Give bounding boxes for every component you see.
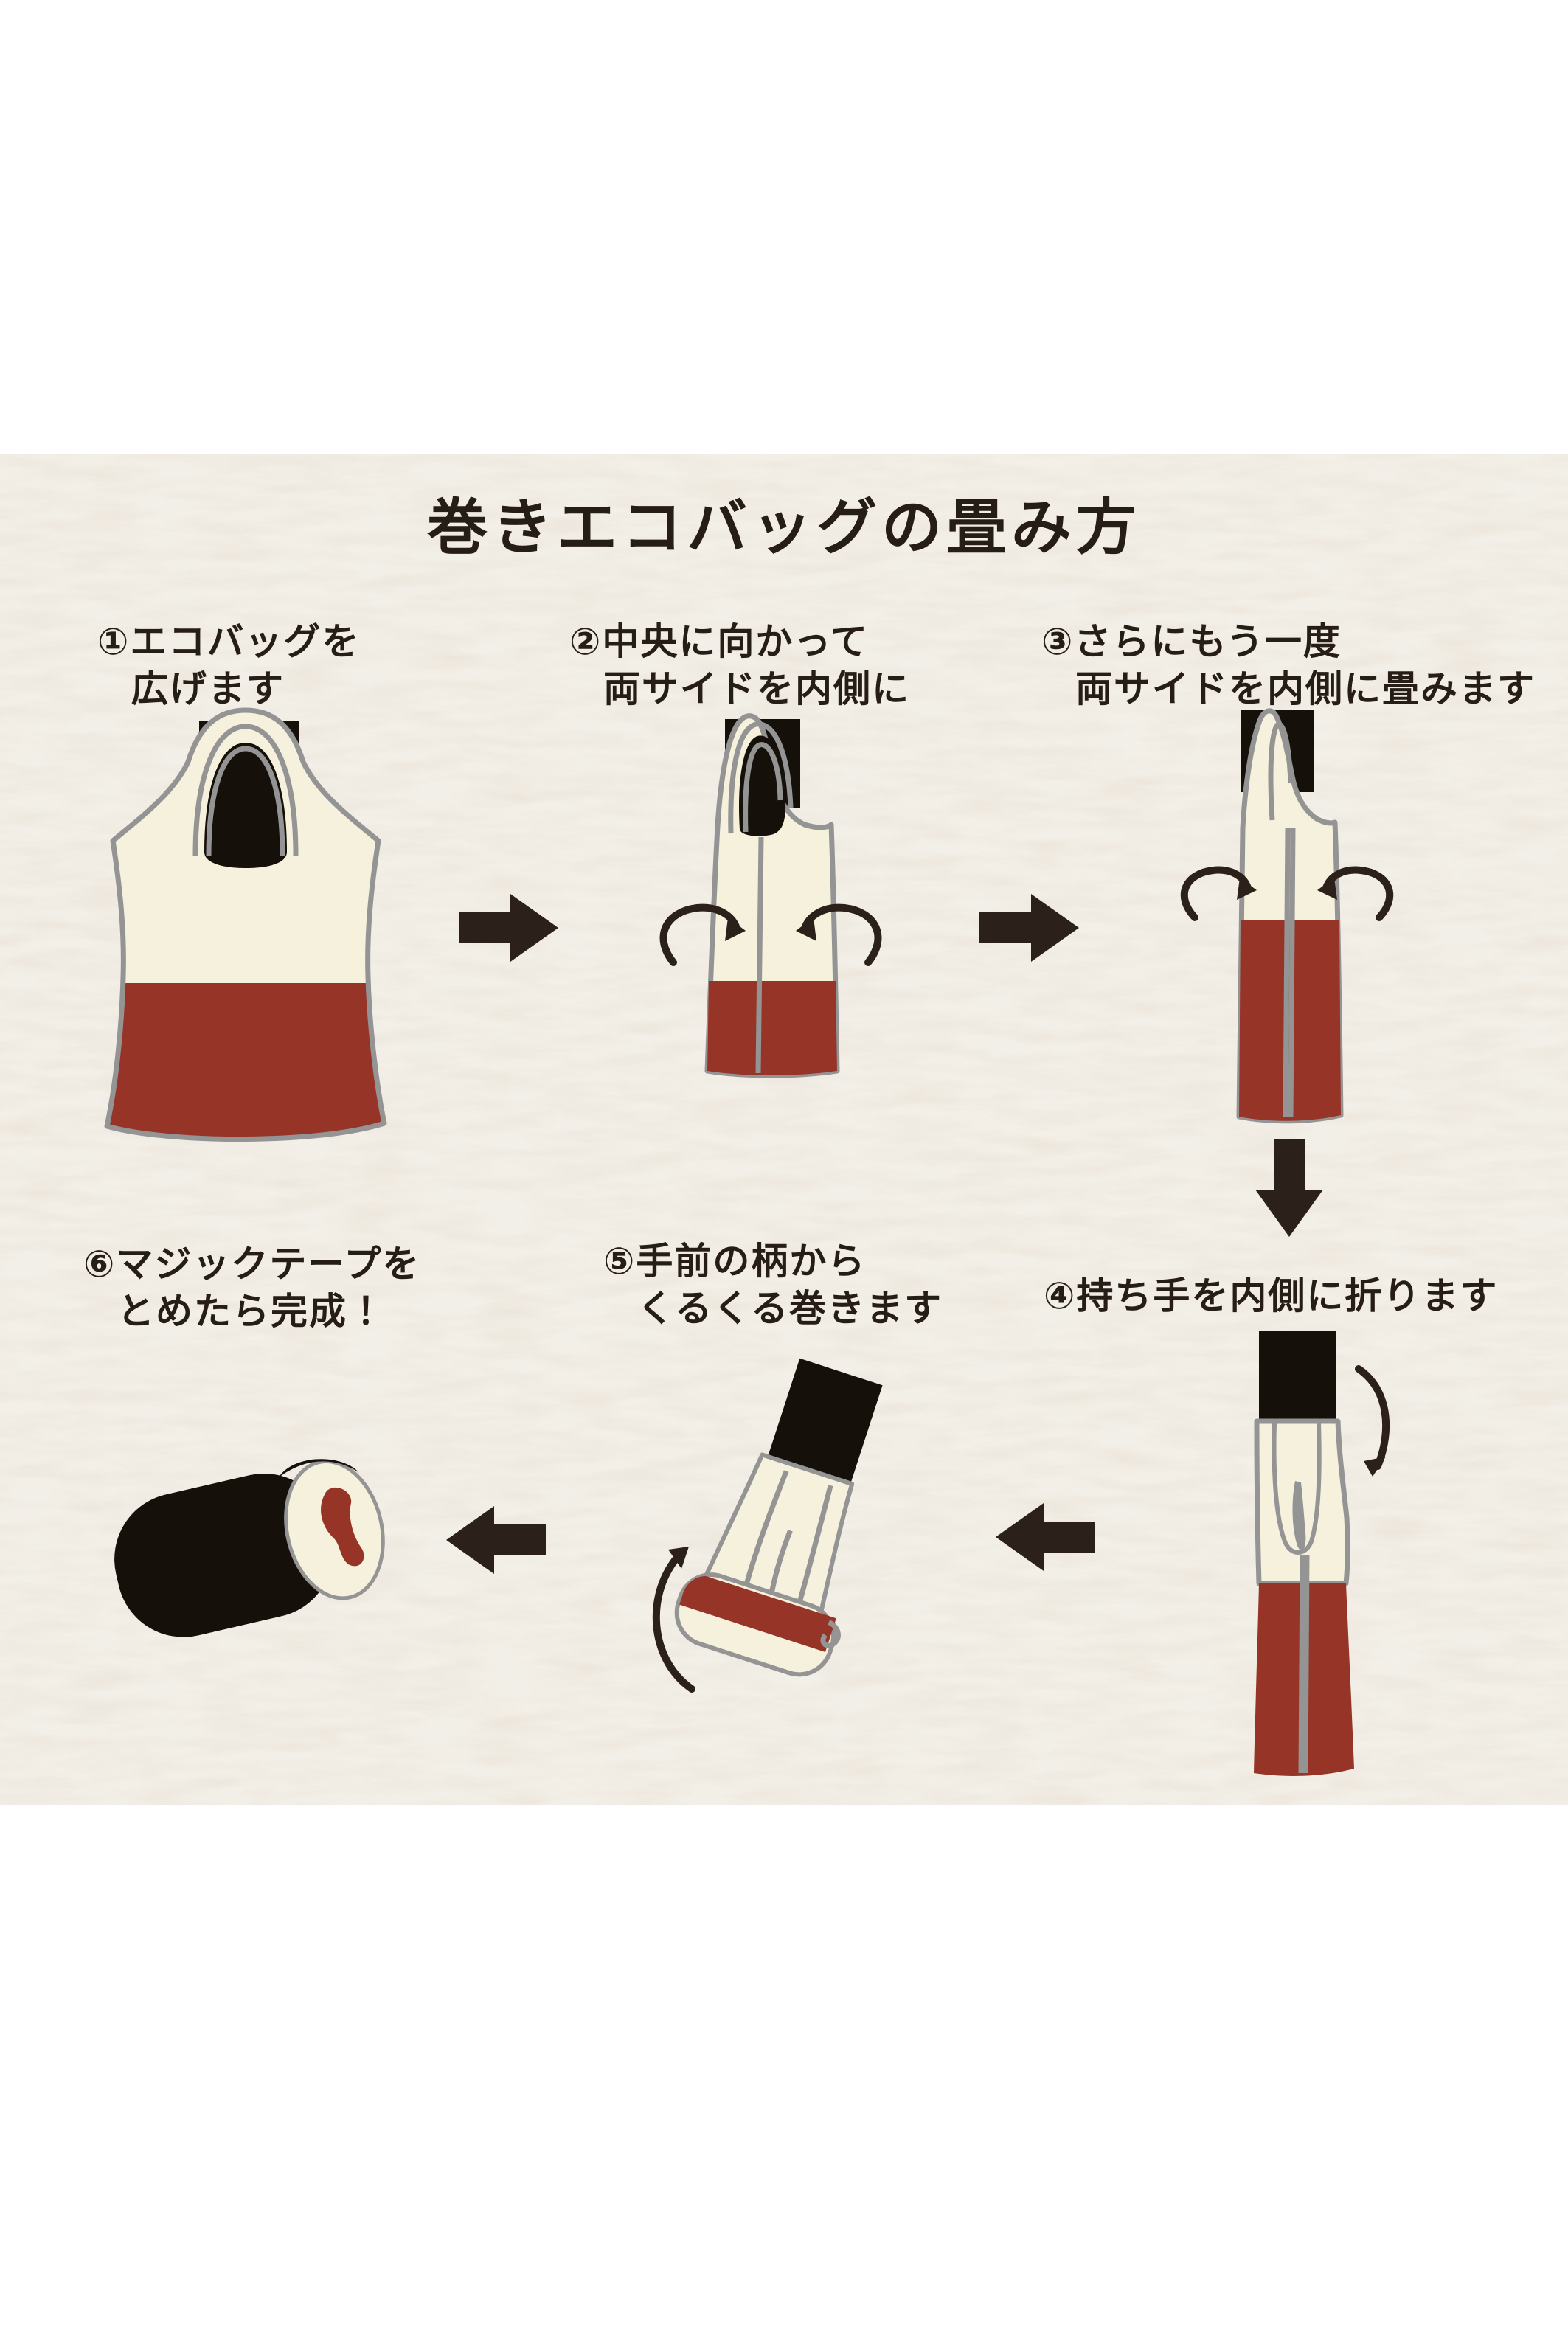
arrow-left-icon [446, 1506, 546, 1574]
bag-rolled-icon [114, 1459, 385, 1637]
arrow-right-icon [979, 894, 1079, 962]
folded-handle-panel [1259, 1331, 1336, 1423]
gather-fold-line-1 [743, 1470, 789, 1586]
finished-roll [114, 1459, 385, 1637]
gather-fold-line-3 [797, 1485, 833, 1603]
step-2-line2: 両サイドを内側に [603, 667, 910, 710]
bag-bottom-panel [107, 983, 384, 1139]
handle-outline-inner [743, 742, 783, 833]
step-1-line2: 広げます [131, 667, 285, 710]
bag-handle-folded-icon [1254, 1331, 1390, 1776]
roll-outer-wrap [114, 1473, 333, 1637]
roll-pattern-band [679, 1575, 836, 1652]
handle-strap [1292, 1481, 1306, 1550]
step-4-label: ④持ち手を内側に折ります [1044, 1272, 1498, 1319]
bag-folded-twice-icon [1180, 708, 1394, 1124]
step-6-line2: とめたら完成！ [117, 1290, 386, 1333]
handle-loop-outline [1272, 1423, 1322, 1555]
handle-outline-outer [192, 724, 299, 856]
arrow-left-icon [996, 1503, 1095, 1571]
step-5-line1: ⑤手前の柄から [603, 1240, 867, 1283]
center-fold-line [1298, 1554, 1305, 1774]
wrap-overlap-edge [278, 1459, 359, 1478]
fold-arrow-icon [1355, 1365, 1390, 1470]
step-1-label: ①エコバッグを 広げます [97, 618, 360, 712]
step-3-line2: 両サイドを内側に畳みます [1075, 667, 1536, 710]
bag-folded-once-icon [659, 713, 882, 1078]
step-2-line1: ②中央に向かって [569, 620, 869, 663]
bag-outline [104, 707, 387, 1142]
step-5-line2: くるくる巻きます [637, 1287, 943, 1330]
fold-arrow-left-icon [659, 903, 740, 966]
step-1-line1: ①エコバッグを [97, 620, 361, 663]
handle-outline-outer [728, 721, 794, 834]
bag-rolling-icon [652, 1358, 883, 1693]
bag-open-icon [104, 707, 387, 1142]
step-4-line1: ④持ち手を内側に折ります [1044, 1274, 1499, 1317]
fold-arrow-right-head [1317, 878, 1337, 900]
gather-fold-line-2 [769, 1529, 793, 1594]
fold-arrow-head [1364, 1457, 1386, 1477]
arrow-right-icon [459, 894, 558, 962]
step-5-label: ⑤手前の柄から くるくる巻きます [603, 1238, 943, 1332]
fold-arrow-right-icon [801, 903, 882, 966]
folded-handle-panel [768, 1358, 883, 1484]
arrow-down-icon [1255, 1139, 1323, 1237]
center-fold-line [1283, 827, 1291, 1117]
handle-opening [204, 743, 287, 868]
step-3-label: ③さらにもう一度 両サイドを内側に畳みます [1041, 618, 1536, 712]
step-2-label: ②中央に向かって 両サイドを内側に [569, 618, 910, 712]
center-fold-line-2 [1288, 827, 1296, 1117]
roll-core-swirl [321, 1487, 364, 1567]
roll-direction-arrow-head [668, 1547, 689, 1569]
fold-arrow-left-head [725, 917, 746, 941]
center-fold-line [755, 836, 764, 1074]
fold-arrow-right-icon [1322, 866, 1394, 921]
step-6-line1: ⑥マジックテープを [83, 1243, 421, 1286]
fold-arrow-left-head [1237, 878, 1257, 900]
roll-direction-arrow-icon [652, 1550, 695, 1693]
step-3-line1: ③さらにもう一度 [1041, 620, 1342, 663]
page-title: 巻きエコバッグの畳み方 [426, 493, 1141, 563]
bag-bottom-panel [707, 981, 837, 1075]
center-fold-line-2 [1302, 1554, 1310, 1774]
fold-arrow-right-head [796, 917, 816, 941]
handle-outline-inner [206, 746, 285, 856]
fold-arrow-left-icon [1180, 866, 1252, 921]
handle-outline [1268, 721, 1294, 821]
step-6-label: ⑥マジックテープを とめたら完成！ [83, 1241, 420, 1335]
roll-curl [820, 1620, 841, 1648]
tilted-bag [674, 1358, 883, 1677]
